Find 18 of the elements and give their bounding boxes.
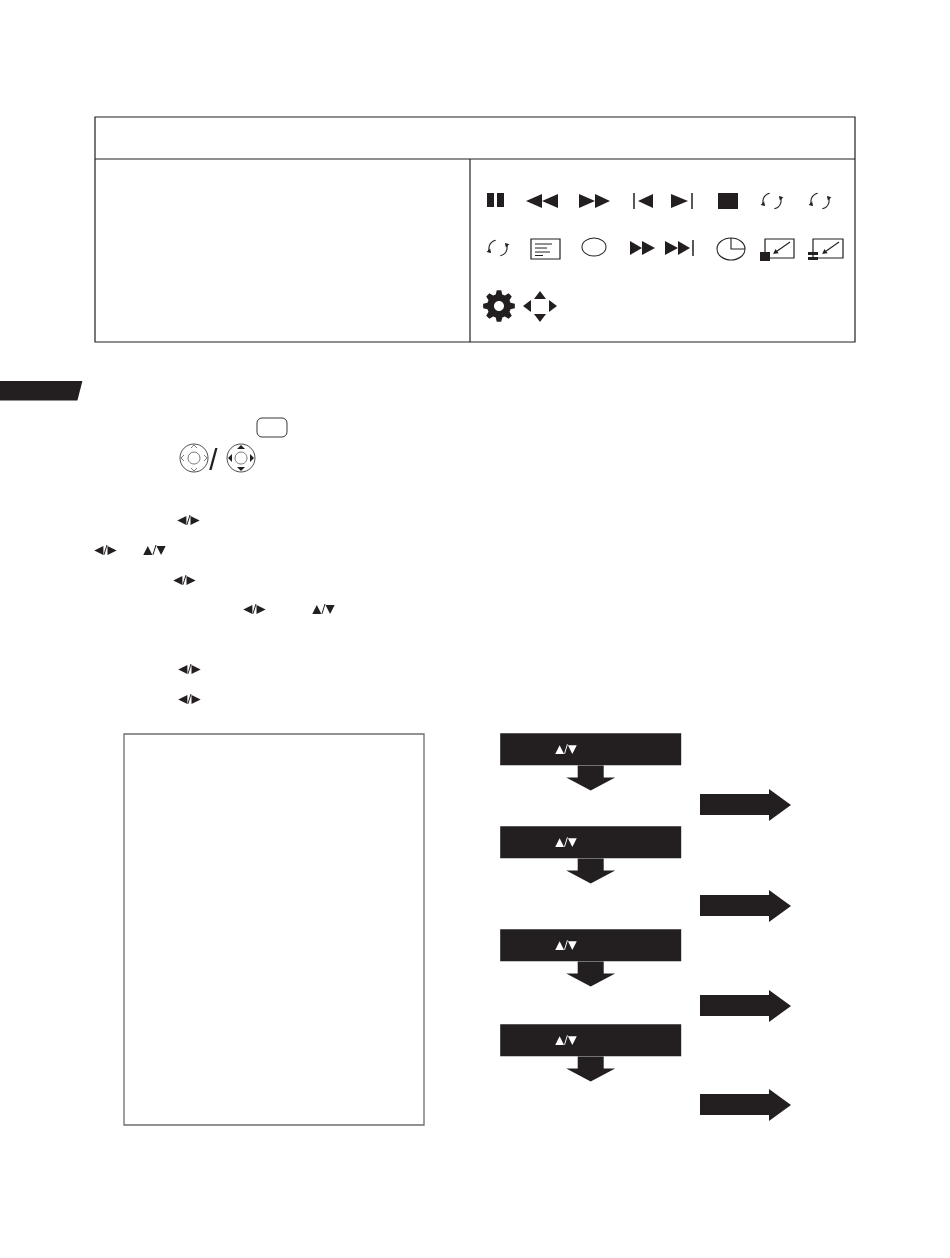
block-arrow <box>566 765 616 791</box>
key-label: ◀/▶ <box>178 693 201 705</box>
key-label: ▲/▼ <box>312 603 335 615</box>
menu-bar: ▲/▼ <box>500 929 682 962</box>
block-arrow <box>566 858 616 884</box>
menu-bar: ▲/▼ <box>500 1024 682 1057</box>
section-tab <box>0 381 83 401</box>
block-arrow <box>566 1056 616 1082</box>
menu-bar: ▲/▼ <box>500 826 682 859</box>
key-label: / <box>209 448 218 471</box>
key-label: ◀/▶ <box>243 603 266 615</box>
key-label: ▲/▼ <box>143 544 166 556</box>
menu-bar: ▲/▼ <box>500 733 682 766</box>
key-label: ◀/▶ <box>178 663 201 675</box>
key-label: ◀/▶ <box>177 514 200 526</box>
key-label: ◀/▶ <box>94 544 117 556</box>
key-label: ◀/▶ <box>173 574 196 586</box>
block-arrow <box>566 961 616 987</box>
